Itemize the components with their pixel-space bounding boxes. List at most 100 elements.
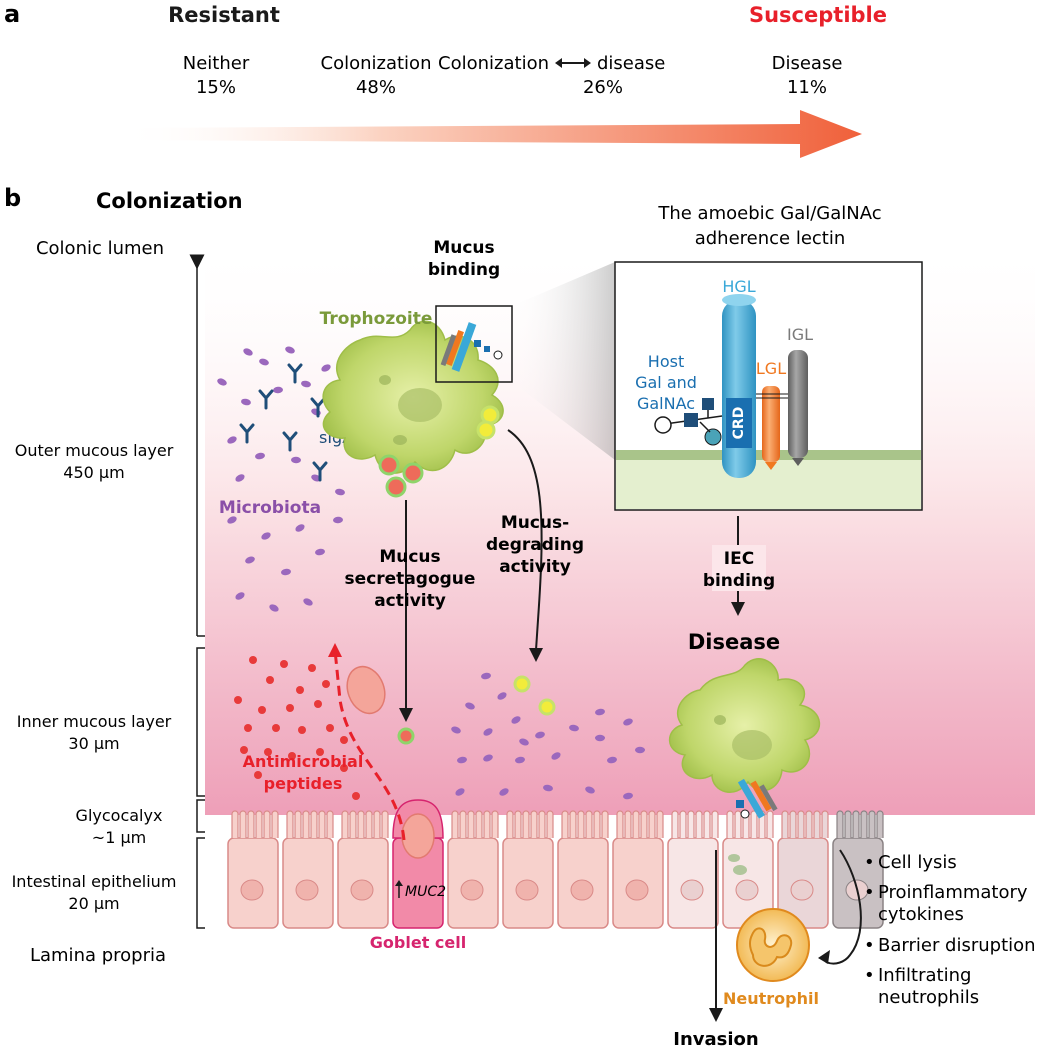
antimicrobial-peptide [326, 724, 334, 732]
cell-nucleus [625, 879, 649, 901]
antimicrobial-peptide [240, 746, 248, 754]
microbe [241, 398, 251, 406]
zoom-cone [512, 262, 615, 460]
microbe [273, 386, 283, 394]
microbe [335, 488, 345, 496]
antimicrobial-peptide [316, 748, 324, 756]
category-colonization-disease-value: 26% [583, 77, 623, 98]
cell-nucleus [515, 879, 539, 901]
microbe [281, 568, 291, 576]
panel-b-label: b [4, 184, 21, 212]
antimicrobial-peptide [264, 748, 272, 756]
goblet-cell-label: Goblet cell [370, 933, 466, 952]
epithelium [227, 799, 884, 929]
microbe [519, 738, 529, 746]
colonization-title: Colonization [96, 189, 243, 213]
inner-mucous-thickness: 30 µm [68, 734, 119, 753]
iec-binding-label-1: IEC [724, 549, 754, 569]
mucin-granule [346, 665, 386, 715]
mini-lectin-icon [440, 322, 503, 372]
cell-nucleus [735, 879, 759, 901]
invasion-label: Invasion [673, 1029, 758, 1049]
category-colonization-disease-right: disease [597, 53, 665, 74]
cell-nucleus [240, 879, 264, 901]
igl-rod [788, 350, 808, 458]
microbe [301, 380, 311, 388]
microvilli [231, 810, 279, 838]
microbe [245, 556, 255, 564]
epithelium-thickness: 20 µm [68, 894, 119, 913]
microbe [285, 346, 295, 354]
antimicrobial-peptide [296, 686, 304, 694]
panel-b: b Colonization Colonic lumen Outer mucou… [4, 184, 1036, 1049]
degrading-label-1: Mucus- [501, 513, 569, 533]
degrading-label-3: activity [499, 557, 571, 577]
hgl-label: HGL [722, 277, 755, 296]
microbe [255, 452, 265, 460]
antimicrobial-peptide [340, 736, 348, 744]
outcome-cytokines: cytokines [878, 904, 964, 925]
microbe [535, 731, 545, 739]
microbe [333, 516, 343, 524]
lgl-rod [762, 386, 780, 462]
microbiota-label: Microbiota [219, 498, 321, 518]
epithelium-label: Intestinal epithelium [12, 872, 177, 891]
microbe [515, 756, 525, 764]
resistant-label: Resistant [168, 3, 280, 27]
zoom-box [435, 305, 513, 383]
cell-nucleus [295, 879, 319, 901]
category-neither-value: 15% [196, 77, 236, 98]
siga-antibody-icon [287, 363, 303, 384]
microbiota-cluster [217, 346, 345, 612]
siga-antibody-icon [312, 461, 328, 482]
outcomes-list: • Cell lysis • Proinflammatory cytokines… [864, 852, 1036, 1008]
microbe [217, 378, 227, 386]
degrading-arrow [507, 429, 543, 651]
microvilli [726, 810, 774, 838]
antimicrobial-peptide [288, 752, 296, 760]
crd-domain [726, 398, 752, 448]
antimicrobial-peptide [298, 726, 306, 734]
outcome-neutrophils: neutrophils [878, 987, 979, 1008]
secretagogue-granule-goblet [397, 727, 415, 745]
microbe [551, 752, 561, 760]
secretion-arrow [333, 649, 406, 841]
microbe [569, 724, 579, 732]
glycocalyx-label: Glycocalyx [76, 806, 163, 825]
host-galnac-icon [684, 413, 698, 427]
crd-label: CRD [731, 407, 747, 440]
recruitment-arrow [825, 849, 862, 965]
trophozoite-label: Trophozoite [320, 309, 433, 329]
microbe [585, 786, 595, 794]
microbe [321, 364, 331, 372]
microbe [261, 532, 271, 540]
degrading-arrow-head [529, 648, 543, 662]
microvilli [781, 810, 829, 838]
panel-a-label: a [4, 0, 20, 28]
susceptibility-gradient-arrow [120, 110, 862, 158]
microbe [259, 358, 269, 366]
hgl-rod [722, 300, 756, 478]
microbe [451, 726, 461, 734]
microbe [483, 728, 493, 736]
iec-binding-label-2: binding [703, 571, 775, 591]
microbe [235, 474, 245, 482]
secretagogue-label-2: secretagogue [345, 569, 476, 589]
lgl-label: LGL [756, 359, 786, 378]
inner-microbiota [451, 672, 645, 800]
antimicrobial-peptide [340, 764, 348, 772]
microbe [511, 716, 521, 724]
microbe [303, 598, 313, 606]
disease-title: Disease [688, 630, 780, 654]
outcome-bullet: • [864, 965, 875, 986]
cell-nucleus [350, 879, 374, 901]
lamina-propria-label: Lamina propria [30, 945, 166, 966]
antimicrobial-peptide [352, 792, 360, 800]
cell-nucleus [680, 879, 704, 901]
secretagogue-label-3: activity [374, 591, 446, 611]
mucus-binding-label-1: Mucus [433, 238, 494, 258]
antimicrobial-peptide [308, 664, 316, 672]
microbe [623, 792, 633, 800]
invasion-arrow-head [709, 1008, 723, 1022]
secretagogue-arrow-head [399, 708, 413, 722]
